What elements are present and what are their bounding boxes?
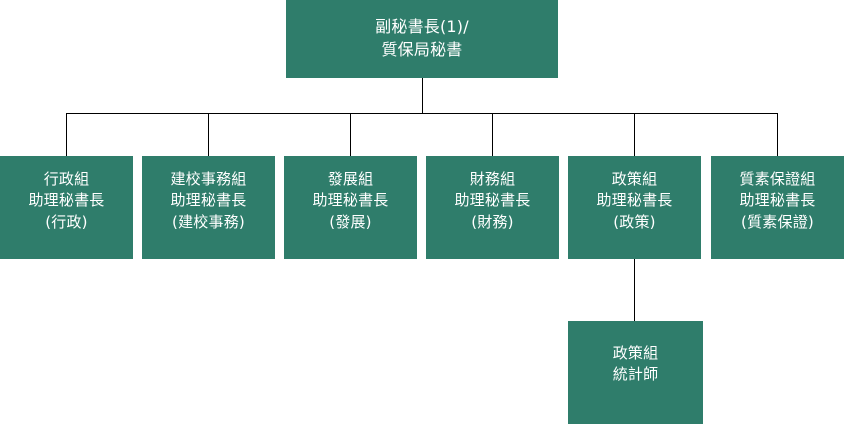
org-node-label: 質素保證組 助理秘書長 (質素保證): [739, 170, 816, 231]
org-node-label: 政策組 助理秘書長 (政策): [596, 170, 673, 231]
org-node-label: 政策組 統計師: [612, 344, 659, 384]
connector-drop-administration: [66, 113, 67, 156]
connector-drop-school-building: [208, 113, 209, 156]
org-node-deputy-secretary-general[interactable]: 副秘書長(1)/ 質保局秘書: [286, 0, 558, 78]
org-node-label: 財務組 助理秘書長 (財務): [454, 170, 531, 231]
org-node-label: 發展組 助理秘書長 (發展): [312, 170, 389, 231]
org-node-quality-assurance-division[interactable]: 質素保證組 助理秘書長 (質素保證): [711, 156, 844, 259]
org-node-school-building-division[interactable]: 建校事務組 助理秘書長 (建校事務): [142, 156, 275, 259]
org-node-policy-division[interactable]: 政策組 助理秘書長 (政策): [568, 156, 701, 259]
org-node-label: 副秘書長(1)/ 質保局秘書: [375, 17, 469, 59]
org-node-development-division[interactable]: 發展組 助理秘書長 (發展): [284, 156, 417, 259]
org-node-finance-division[interactable]: 財務組 助理秘書長 (財務): [426, 156, 559, 259]
connector-drop-policy: [634, 113, 635, 156]
connector-drop-policy-statistician: [634, 259, 635, 321]
org-node-policy-statistician[interactable]: 政策組 統計師: [568, 321, 703, 424]
connector-drop-development: [350, 113, 351, 156]
org-node-label: 行政組 助理秘書長 (行政): [28, 170, 105, 231]
connector-root-drop: [422, 78, 423, 114]
org-node-label: 建校事務組 助理秘書長 (建校事務): [170, 170, 247, 231]
connector-drop-finance: [492, 113, 493, 156]
org-node-administration-division[interactable]: 行政組 助理秘書長 (行政): [0, 156, 133, 259]
connector-horizontal-bus: [66, 113, 778, 114]
connector-drop-quality-assurance: [777, 113, 778, 156]
